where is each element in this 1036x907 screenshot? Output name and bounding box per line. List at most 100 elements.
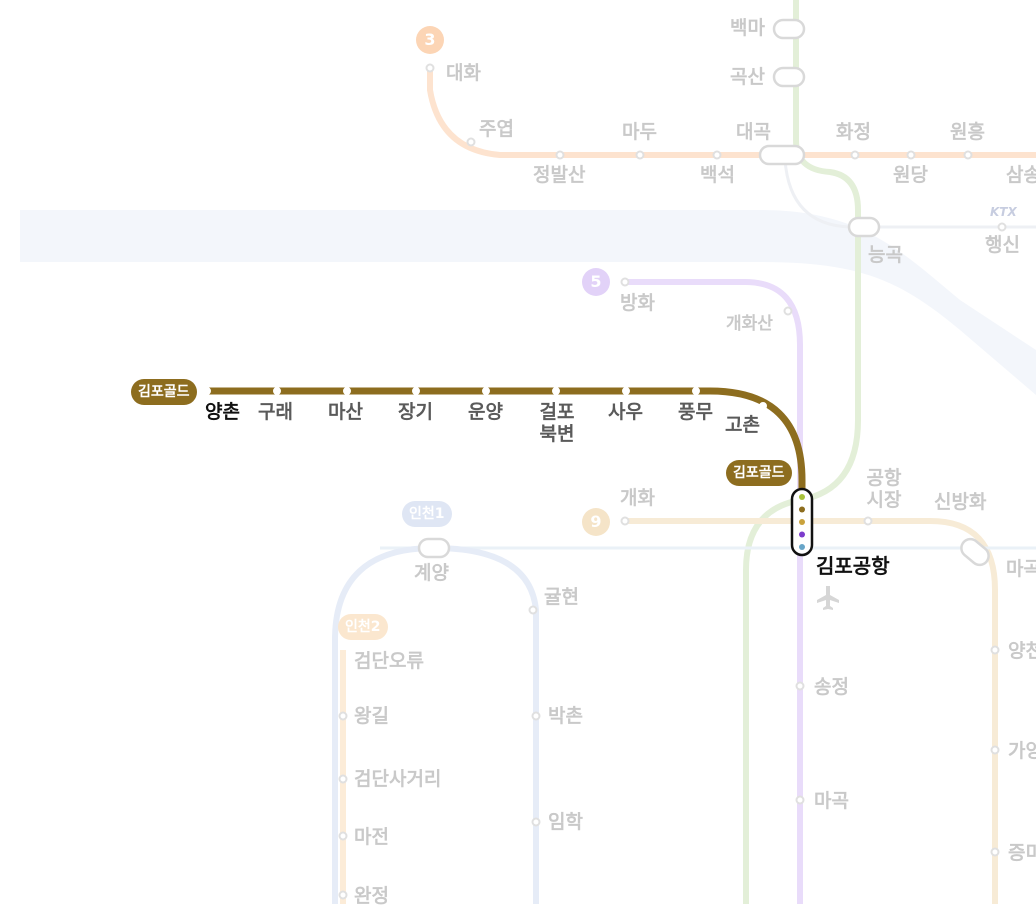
banghwa-dot[interactable]: [620, 277, 630, 287]
wonheung-dot[interactable]: [963, 150, 973, 160]
gayang-dot[interactable]: [990, 745, 1000, 755]
bakchon-dot[interactable]: [531, 711, 541, 721]
station-wanjeong[interactable]: 완정: [354, 885, 389, 907]
line-5-badge: 5: [582, 268, 610, 296]
station-daehwa[interactable]: 대화: [446, 62, 481, 84]
station-geolpo-name: 걸포: [539, 401, 575, 423]
station-geomdan-sageori[interactable]: 검단사거리: [354, 768, 442, 790]
station-yangcheon[interactable]: 양천: [1008, 640, 1036, 662]
hwajeong-dot[interactable]: [850, 150, 860, 160]
station-madu[interactable]: 마두: [622, 121, 657, 143]
station-gurae[interactable]: 구래: [258, 401, 293, 423]
gold-station-dot-2[interactable]: [343, 387, 351, 395]
ktx-logo: KTX: [990, 205, 1017, 219]
station-janggi[interactable]: 장기: [398, 401, 433, 423]
station-sau[interactable]: 사우: [608, 401, 643, 423]
transfer-line-dot-3: [799, 531, 805, 538]
gold-station-dot-4[interactable]: [482, 387, 490, 395]
line-9-badge: 9: [582, 508, 610, 536]
river: [20, 210, 1036, 395]
songjeong-dot[interactable]: [795, 681, 805, 691]
line-5-track: [625, 279, 803, 904]
station-baekma[interactable]: 백마: [730, 17, 765, 39]
station-haengsin[interactable]: 행신: [985, 234, 1020, 256]
gimpo-gold-start-badge: 김포골드: [131, 379, 197, 405]
gold-station-dot-0[interactable]: [203, 387, 211, 395]
station-jeongbalsan[interactable]: 정발산: [533, 164, 586, 186]
station-hwajeong[interactable]: 화정: [836, 121, 871, 143]
station-wondang[interactable]: 원당: [893, 164, 928, 186]
station-songjeong[interactable]: 송정: [814, 676, 849, 698]
gold-station-dot-5[interactable]: [552, 387, 560, 395]
airport-plane-icon: [817, 586, 839, 610]
station-magongnaru[interactable]: 마곡: [1006, 558, 1036, 580]
station-majeon[interactable]: 마전: [354, 826, 389, 848]
station-geolpo-bukbyeon[interactable]: 걸포 북변: [537, 401, 577, 445]
station-banghwa[interactable]: 방화: [620, 292, 655, 314]
station-bakchon[interactable]: 박촌: [548, 705, 583, 727]
station-juyeop[interactable]: 주엽: [479, 118, 514, 140]
gaehwasan-dot[interactable]: [783, 306, 793, 316]
gimpo-gold-end-badge: 김포골드: [726, 460, 792, 486]
line-9-track: [625, 518, 998, 904]
majeon-dot[interactable]: [338, 831, 348, 841]
station-sinbanghwa[interactable]: 신방화: [934, 491, 987, 513]
daehwa-dot[interactable]: [425, 63, 435, 73]
station-samsong[interactable]: 삼송: [1006, 164, 1036, 186]
gold-station-dot-8[interactable]: [759, 402, 767, 410]
juyeop-dot[interactable]: [466, 137, 476, 147]
haengsin-dot[interactable]: [997, 222, 1007, 232]
wanggil-dot[interactable]: [338, 711, 348, 721]
gold-station-dot-7[interactable]: [692, 387, 700, 395]
station-unyang[interactable]: 운양: [468, 401, 503, 423]
station-yangchon[interactable]: 양촌: [205, 401, 240, 423]
station-gyeyang[interactable]: 계양: [414, 562, 449, 584]
gold-station-dot-1[interactable]: [273, 387, 281, 395]
neunggok-transfer-icon[interactable]: [847, 216, 881, 238]
magok-dot[interactable]: [795, 795, 805, 805]
station-baekseok[interactable]: 백석: [700, 164, 735, 186]
magongnaru-transfer-icon[interactable]: [958, 535, 993, 568]
wanjeong-dot[interactable]: [338, 890, 348, 900]
station-gayang[interactable]: 가양: [1008, 740, 1036, 762]
station-jeungmi[interactable]: 증미: [1008, 842, 1036, 864]
line-3-track: [427, 70, 1036, 158]
station-masan[interactable]: 마산: [328, 401, 363, 423]
station-imhak[interactable]: 임학: [548, 811, 583, 833]
yangcheon-dot[interactable]: [990, 645, 1000, 655]
madu-dot[interactable]: [635, 150, 645, 160]
station-gochon[interactable]: 고촌: [725, 414, 760, 436]
station-pungmu[interactable]: 풍무: [678, 401, 713, 423]
daegok-transfer-icon[interactable]: [758, 144, 806, 166]
station-gimpo-airport[interactable]: 김포공항: [816, 554, 890, 578]
station-daegok[interactable]: 대곡: [736, 121, 771, 143]
goksan-transfer-icon[interactable]: [772, 66, 806, 88]
station-gyulhyeon[interactable]: 귤현: [544, 586, 579, 608]
jeongbalsan-dot[interactable]: [555, 150, 565, 160]
station-goksan[interactable]: 곡산: [730, 66, 765, 88]
line-3-badge: 3: [416, 26, 444, 54]
gyulhyeon-dot[interactable]: [528, 605, 538, 615]
gold-station-dot-6[interactable]: [622, 387, 630, 395]
gaehwa-dot[interactable]: [620, 516, 630, 526]
station-magok[interactable]: 마곡: [814, 790, 849, 812]
wondang-dot[interactable]: [906, 150, 916, 160]
station-gaehwasan[interactable]: 개화산: [726, 314, 773, 334]
station-wanggil[interactable]: 왕길: [354, 705, 389, 727]
gyeyang-transfer-icon[interactable]: [417, 537, 451, 559]
gold-station-dot-3[interactable]: [412, 387, 420, 395]
transfer-line-dot-4: [799, 544, 805, 550]
gimpo-gold-line-track: [207, 387, 806, 492]
station-gaehwa[interactable]: 개화: [620, 487, 655, 509]
station-geomdan-oryu[interactable]: 검단오류: [354, 650, 424, 672]
station-neunggok[interactable]: 능곡: [868, 244, 903, 266]
geomdan-sageori-dot[interactable]: [338, 774, 348, 784]
baekseok-dot[interactable]: [712, 150, 722, 160]
jeungmi-dot[interactable]: [990, 847, 1000, 857]
airport-market-dot[interactable]: [863, 516, 873, 526]
imhak-dot[interactable]: [531, 817, 541, 827]
station-wonheung[interactable]: 원흥: [950, 121, 985, 143]
baekma-transfer-icon[interactable]: [772, 18, 806, 40]
